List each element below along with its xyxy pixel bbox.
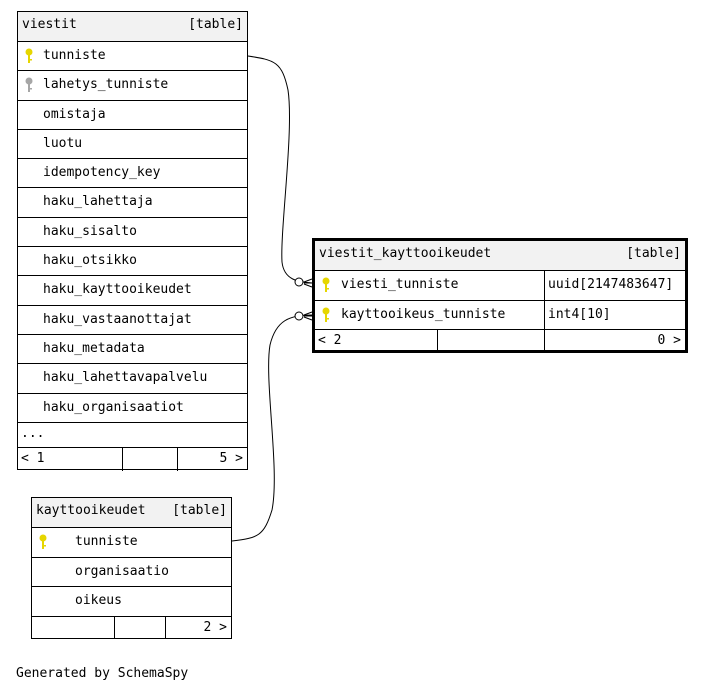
table-header[interactable]: viestit_kayttooikeudet [table] [315,241,685,271]
primary-key-icon [321,307,331,323]
column-row[interactable]: organisaatio [32,558,231,587]
primary-key-icon [38,534,48,550]
child-count[interactable]: 2 > [203,619,227,635]
child-count[interactable]: 5 > [219,450,243,466]
column-name: idempotency_key [43,165,161,181]
table-name: viestit [22,17,77,32]
edge-kayttooikeudet-to-viestit-kayttooikeudet [231,314,313,542]
edge-viestit-to-viestit-kayttooikeudet [247,55,313,284]
column-row[interactable]: haku_sisalto [18,218,247,248]
column-name: tunniste [43,48,106,63]
column-name: tunniste [75,534,138,549]
column-name: omistaja [43,106,106,122]
table-kayttooikeudet[interactable]: kayttooikeudet [table] tunniste organisaa… [31,497,232,639]
column-name: haku_kayttooikeudet [43,282,192,298]
column-row[interactable]: kayttooikeus_tunniste int4[10] [315,300,685,330]
column-row[interactable]: tunniste [18,42,247,72]
column-name: haku_organisaatiot [43,399,184,415]
foreign-key-icon [24,77,34,93]
edge-crowfoot [303,311,313,321]
table-name: kayttooikeudet [36,503,146,518]
column-row[interactable]: haku_metadata [18,335,247,365]
column-name: organisaatio [75,563,169,579]
column-row[interactable]: haku_otsikko [18,247,247,277]
table-kind: [table] [626,246,681,261]
column-name: kayttooikeus_tunniste [341,306,506,322]
column-row[interactable]: oikeus [32,587,231,617]
column-row[interactable]: haku_organisaatiot [18,394,247,423]
more-columns: ... [18,423,247,448]
column-name: haku_vastaanottajat [43,311,192,327]
column-name: oikeus [75,593,122,608]
column-name: haku_lahettavapalvelu [43,370,208,386]
table-name: viestit_kayttooikeudet [319,246,492,261]
column-name: haku_otsikko [43,253,137,269]
child-count[interactable]: 0 > [657,333,681,348]
column-type: uuid[2147483647] [544,271,685,300]
table-header[interactable]: kayttooikeudet [table] [32,498,231,528]
table-kind: [table] [188,17,243,32]
column-name: viesti_tunniste [341,277,459,292]
table-viestit[interactable]: viestit [table] tunniste lahetys_tunniste… [17,11,248,471]
column-type: int4[10] [544,300,685,329]
edge-optional-marker [294,311,304,321]
table-footer: < 1 5 > [18,447,247,471]
table-footer: 2 > [32,616,231,639]
column-name: luotu [43,135,83,151]
column-row[interactable]: viesti_tunniste uuid[2147483647] [315,271,685,301]
table-header[interactable]: viestit [table] [18,12,247,42]
column-row[interactable]: haku_kayttooikeudet [18,276,247,306]
primary-key-icon [321,277,331,293]
table-footer: < 2 0 > [315,330,685,352]
column-row[interactable]: haku_vastaanottajat [18,306,247,335]
primary-key-icon [24,48,34,64]
table-kind: [table] [172,503,227,518]
generated-by-label: Generated by SchemaSpy [16,666,189,681]
column-row[interactable]: lahetys_tunniste [18,71,247,101]
column-row[interactable]: omistaja [18,101,247,130]
column-row[interactable]: haku_lahettavapalvelu [18,364,247,394]
column-row[interactable]: idempotency_key [18,159,247,189]
parent-count[interactable]: < 2 [318,333,342,348]
column-row[interactable]: haku_lahettaja [18,188,247,218]
edge-crowfoot [303,278,313,288]
column-name: lahetys_tunniste [43,77,169,93]
column-row[interactable]: luotu [18,130,247,160]
parent-count[interactable]: < 1 [21,450,45,466]
table-viestit-kayttooikeudet[interactable]: viestit_kayttooikeudet [table] viesti_tu… [312,238,688,353]
column-row[interactable]: tunniste [32,528,231,558]
column-name: haku_sisalto [43,223,137,239]
edge-optional-marker [294,277,304,287]
column-name: haku_lahettaja [43,194,153,210]
column-name: haku_metadata [43,340,145,356]
